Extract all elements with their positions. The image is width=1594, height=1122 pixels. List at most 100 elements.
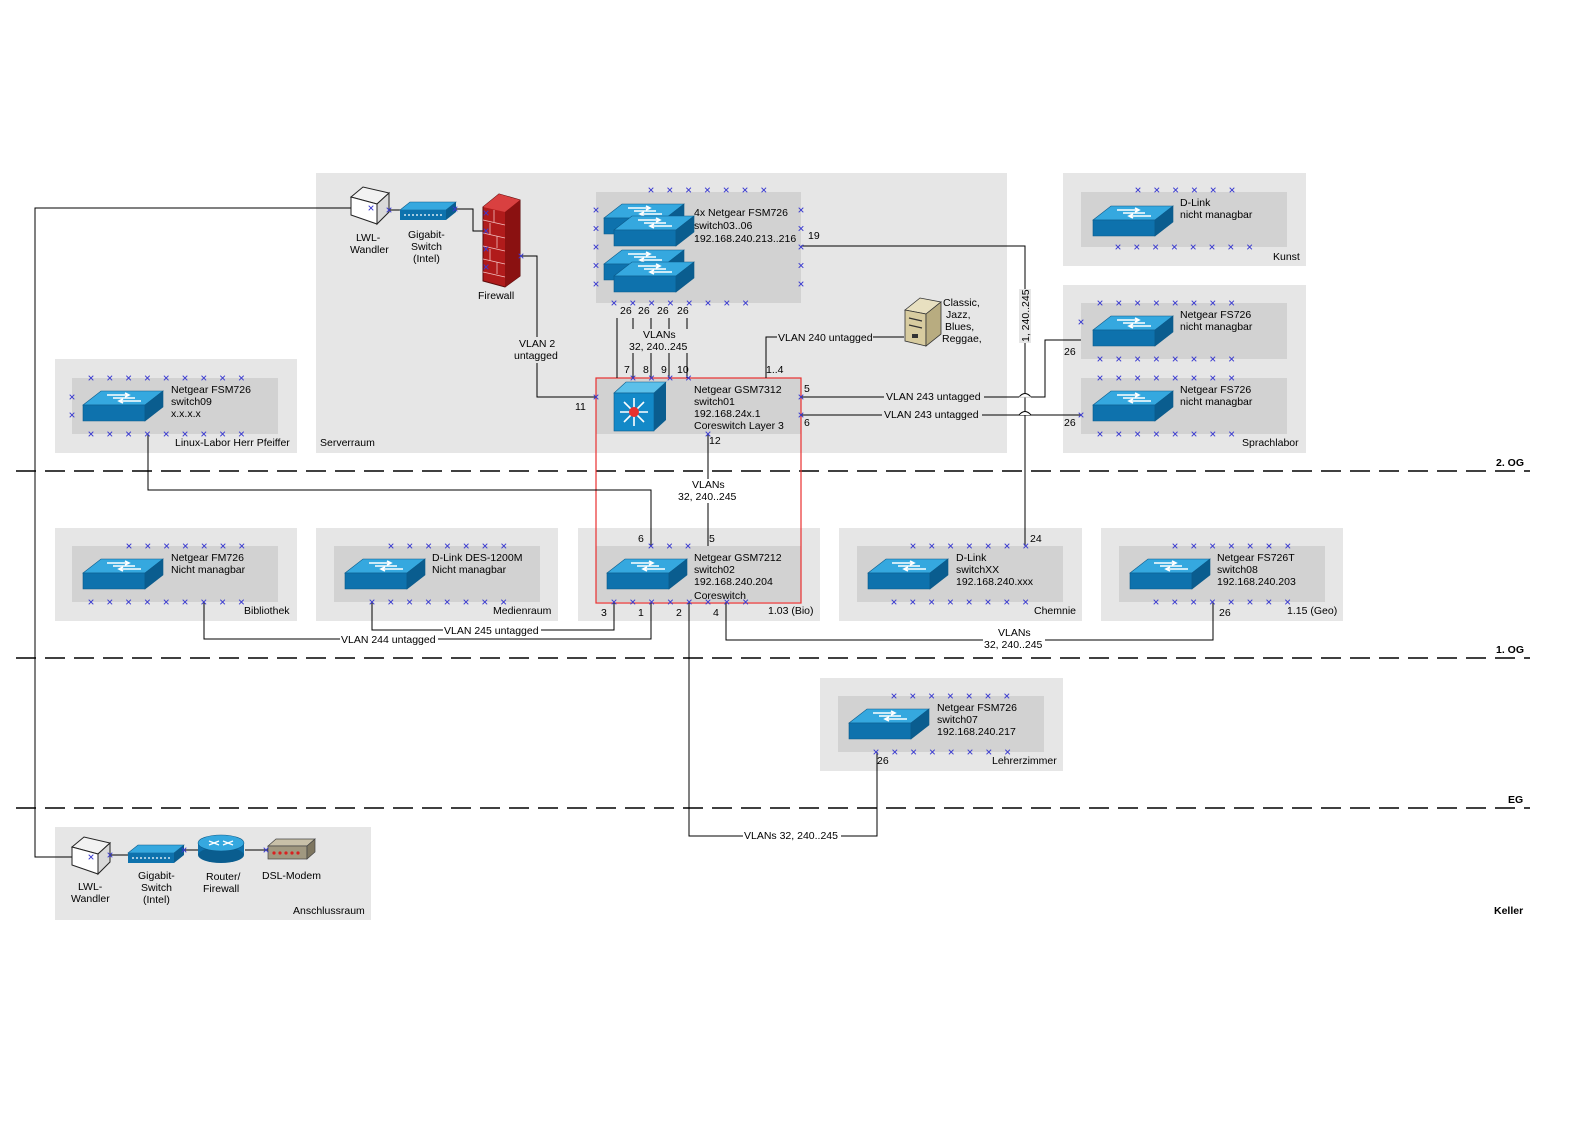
port-label: 2 [676,607,682,619]
link-vlan2-line2: untagged [514,350,558,362]
switch02-role: Coreswitch [694,590,746,602]
port-label: 9 [661,364,667,376]
fsm4x-name: 4x Netgear FSM726 [694,207,788,219]
port-label: 6 [638,533,644,545]
room-label-chemie: Chemnie [1034,605,1076,617]
des1200-name: D-Link DES-1200M [432,552,522,564]
switch02-hostname: switch02 [694,564,735,576]
gbsw2-label-line3: (Intel) [143,894,170,906]
link-vlans-geo-line1: VLANs [998,627,1031,639]
floor-label-2og: 2. OG [1496,457,1524,469]
server-label-line1: Classic, [943,297,980,309]
switchxx-ip: 192.168.240.xxx [956,576,1034,588]
switch01-role: Coreswitch Layer 3 [694,420,784,432]
switch09-name: Netgear FSM726 [171,384,251,396]
floor-label-keller: Keller [1494,905,1523,917]
port-label: 26 [1219,607,1231,619]
port-label: 8 [643,364,649,376]
fs726a-desc: nicht managbar [1180,321,1253,333]
link-vlans-mid-line1: VLANs [692,479,725,491]
link-vlans-top-line1: VLANs [643,329,676,341]
switchxx-icon [867,558,949,590]
port-label: 5 [804,383,810,395]
switch09-hostname: switch09 [171,396,212,408]
switch08-ip: 192.168.240.203 [1217,576,1296,588]
room-label-bibliothek: Bibliothek [244,605,290,617]
port-label: 26 [657,305,669,317]
port-label: 24 [1030,533,1042,545]
port-label: 26 [620,305,632,317]
link-trunk-right: 1, 240..245 [1020,289,1032,342]
fm726-name: Netgear FM726 [171,552,244,564]
gbsw2-label-line1: Gigabit- [138,870,175,882]
fs726b-switch-icon [1092,390,1174,422]
port-label: 11 [575,401,586,413]
port-label: 12 [709,435,721,447]
room-label-geo: 1.15 (Geo) [1287,605,1337,617]
dlink-kunst-name: D-Link [1180,197,1211,209]
port-label: 3 [601,607,607,619]
fs726a-switch-icon [1092,315,1174,347]
switchxx-name: D-Link [956,552,987,564]
gbsw-label-line1: Gigabit- [408,229,445,241]
lwl-label-line1: LWL- [356,232,381,244]
switch02-name: Netgear GSM7212 [694,552,782,564]
fsm4x-ip: 192.168.240.213..216 [694,233,796,245]
port-label: 6 [804,417,810,429]
switch07-name: Netgear FSM726 [937,702,1017,714]
gbsw-label-line2: Switch [411,241,442,253]
port-label: 26 [1064,417,1076,429]
switch02-icon [606,558,688,590]
link-vlans-geo-line2: 32, 240..245 [984,639,1043,651]
server-label-line4: Reggae, [942,333,982,345]
fs726b-name: Netgear FS726 [1180,384,1251,396]
room-label-bio: 1.03 (Bio) [768,605,814,617]
room-label-lehrer: Lehrerzimmer [992,755,1057,767]
server-label-line3: Blues, [945,321,974,333]
link-vlan244: VLAN 244 untagged [341,634,436,646]
dlink-kunst-switch-icon [1092,205,1174,237]
link-vlans-mid-line2: 32, 240..245 [678,491,737,503]
lwl2-label-line1: LWL- [78,881,103,893]
room-label-sprachlabor: Sprachlabor [1242,437,1299,449]
switch07-ip: 192.168.240.217 [937,726,1016,738]
gigabit-switch-icon [399,201,457,220]
link-vlan245: VLAN 245 untagged [444,625,539,637]
layer3-switch-icon [613,381,667,432]
switch01-hostname: switch01 [694,396,735,408]
port-label: 1 [638,607,644,619]
firewall-label: Firewall [478,290,514,302]
gigabit-switch-bottom-icon [127,844,185,863]
port-label: 1..4 [766,364,784,376]
room-label-serverraum: Serverraum [320,437,375,449]
link-vlan243a: VLAN 243 untagged [886,391,981,403]
link-vlans-top-line2: 32, 240..245 [629,341,688,353]
room-label-medienraum: Medienraum [493,605,552,617]
switch07-hostname: switch07 [937,714,978,726]
server-label-line2: Jazz, [946,309,971,321]
router-label-line1: Router/ [206,871,241,883]
fsm4x-hostname: switch03..06 [694,220,753,232]
port-label: 7 [624,364,630,376]
floor-label-eg: EG [1508,794,1523,806]
switch01-ip: 192.168.24x.1 [694,408,761,420]
switch09-icon [82,390,164,422]
firewall-icon [482,193,521,288]
switch01-name: Netgear GSM7312 [694,384,782,396]
server-icon [904,297,942,347]
port-label: 5 [709,533,715,545]
switch08-icon [1129,558,1211,590]
switch08-name: Netgear FS726T [1217,552,1295,564]
dsl-modem-icon [267,838,316,860]
lwl-wandler-icon [349,186,391,226]
link-vlan243b: VLAN 243 untagged [884,409,979,421]
port-label: 19 [808,230,820,242]
dlink-kunst-desc: nicht managbar [1180,209,1253,221]
room-label-kunst: Kunst [1273,251,1300,263]
port-label: 26 [877,755,889,767]
lwl-wandler-bottom-icon [70,836,112,876]
room-label-anschluss: Anschlussraum [293,905,365,917]
link-vlans-bottom: VLANs 32, 240..245 [744,830,838,842]
fm726-switch-icon [82,558,164,590]
